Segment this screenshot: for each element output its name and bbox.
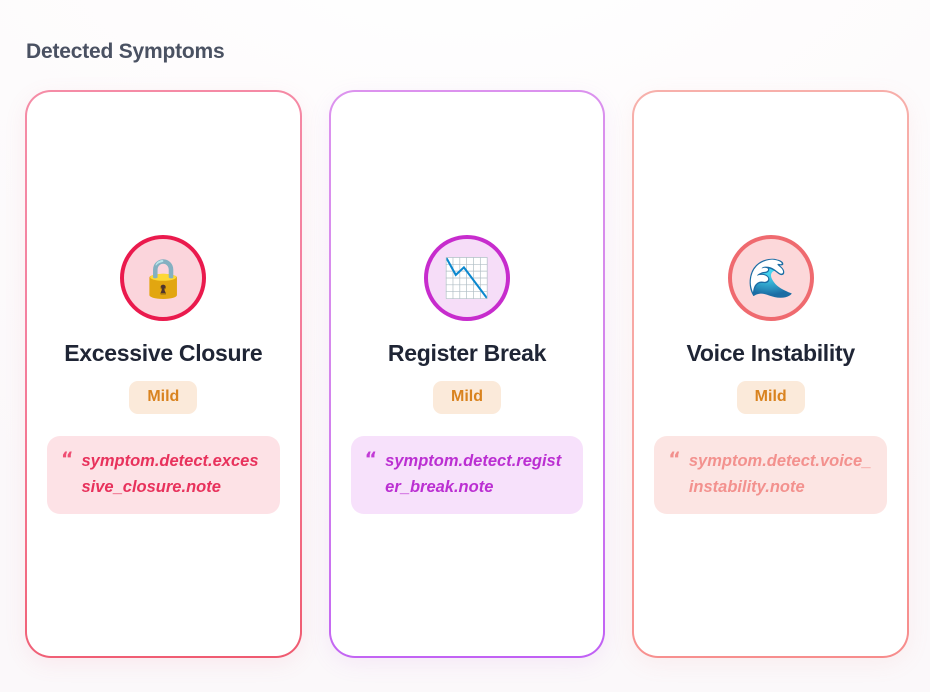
quote-icon: “ [61,447,74,470]
severity-badge: Mild [433,380,501,414]
symptom-title: Excessive Closure [64,339,263,366]
symptom-note: “ symptom.detect.voice_instability.note [654,435,888,514]
symptom-icon-badge: 🌊 [727,234,814,321]
symptom-title: Register Break [387,339,547,366]
symptom-note-text: symptom.detect.register_break.note [385,451,562,496]
symptom-note: “ symptom.detect.excessive_closure.note [47,435,280,514]
severity-badge: Mild [736,380,805,414]
symptom-icon-badge: 🔒 [120,234,207,321]
chart-decreasing-icon: 📉 [443,255,491,300]
symptom-card[interactable]: 🔒 Excessive Closure Mild “ symptom.detec… [25,90,302,658]
symptom-note-text: symptom.detect.excessive_closure.note [81,451,259,496]
symptom-note: “ symptom.detect.register_break.note [350,435,584,514]
symptom-title: Voice Instability [686,339,856,366]
symptom-card[interactable]: 🌊 Voice Instability Mild “ symptom.detec… [632,90,909,658]
symptom-card-list: 🔒 Excessive Closure Mild “ symptom.detec… [25,90,909,660]
lock-icon: 🔒 [139,255,187,300]
severity-badge: Mild [129,380,198,414]
symptom-icon-badge: 📉 [424,234,510,321]
page-title: Detected Symptoms [26,40,225,63]
quote-icon: “ [364,447,378,470]
quote-icon: “ [668,447,681,470]
symptom-note-text: symptom.detect.voice_instability.note [688,451,872,496]
wave-icon: 🌊 [747,255,795,300]
symptom-card[interactable]: 📉 Register Break Mild “ symptom.detect.r… [329,90,606,658]
